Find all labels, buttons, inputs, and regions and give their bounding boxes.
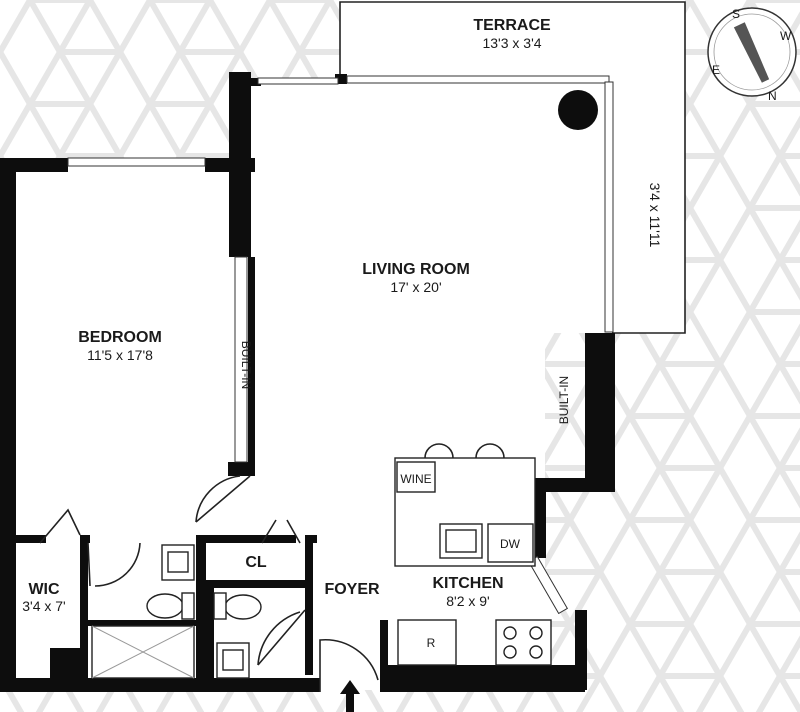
- fridge-label: R: [427, 636, 436, 650]
- foyer-label: FOYER: [324, 581, 380, 598]
- bedroom-dims: 11'5 x 17'8: [87, 347, 153, 363]
- builtin-left-label: BUILT-IN: [239, 341, 253, 389]
- dishwasher: [487, 523, 534, 563]
- bar-stools: [424, 443, 505, 459]
- living-room-title: LIVING ROOM: [362, 261, 470, 278]
- windows: [67, 75, 614, 615]
- wine-label: WINE: [400, 472, 431, 486]
- closet-label: CL: [245, 554, 267, 571]
- wic-dims: 3'4 x 7': [22, 598, 65, 614]
- bedroom-title: BEDROOM: [78, 329, 162, 346]
- compass-s: S: [732, 7, 740, 21]
- entrance-arrow: [340, 680, 360, 712]
- doors: [39, 475, 379, 692]
- terrace-dims: 13'3 x 3'4: [482, 35, 541, 51]
- stove: [495, 619, 552, 666]
- kitchen-fixtures: [394, 443, 552, 666]
- compass: S W E N: [707, 7, 797, 103]
- wic-title: WIC: [28, 581, 60, 598]
- compass-e: E: [712, 63, 720, 77]
- compass-w: W: [780, 29, 792, 43]
- room-labels: TERRACE 13'3 x 3'4 3'4 x 11'11 LIVING RO…: [22, 17, 663, 650]
- wine-fridge: [396, 461, 436, 493]
- terrace-outline: [339, 1, 686, 334]
- toilet-2: [224, 594, 262, 620]
- living-room-dims: 17' x 20': [390, 279, 441, 295]
- dw-label: DW: [500, 537, 521, 551]
- bathroom-fixtures: [91, 544, 262, 679]
- toilet: [146, 593, 184, 619]
- refrigerator: [397, 619, 457, 666]
- kitchen-title: KITCHEN: [432, 575, 503, 592]
- walls: [0, 72, 615, 692]
- terrace-title: TERRACE: [473, 17, 551, 34]
- kitchen-dims: 8'2 x 9': [446, 593, 489, 609]
- builtin-right-label: BUILT-IN: [557, 376, 571, 424]
- compass-n: N: [768, 89, 777, 103]
- terrace-column: [558, 90, 598, 130]
- terrace-side-dims: 3'4 x 11'11: [647, 183, 663, 248]
